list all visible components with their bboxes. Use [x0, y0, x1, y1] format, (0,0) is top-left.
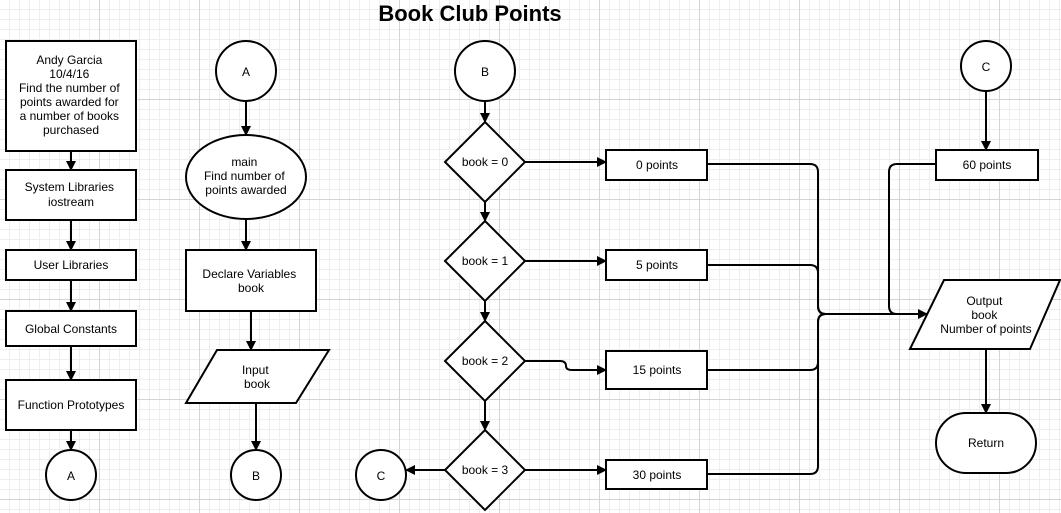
decision-label: book = 0: [462, 155, 509, 169]
points-label: 30 points: [633, 468, 682, 482]
output-parallelogram[interactable]: Output book Number of points: [908, 279, 1061, 350]
connector-c-label: C: [982, 60, 991, 74]
connector-b-label: B: [252, 469, 260, 483]
main-label: main: [231, 155, 257, 169]
decision-label: book = 3: [462, 463, 509, 477]
svg-text:Output book Number: Output book Number of points: [940, 294, 1031, 336]
user-libraries-label: User Libraries: [34, 258, 109, 272]
edge-5points-to-output: [707, 264, 927, 315]
main-oval[interactable]: main Find number of points awarded: [185, 134, 307, 220]
points-label: 15 points: [633, 363, 682, 377]
input-label: Input: [242, 363, 269, 377]
svg-text:Declare Variables book: Declare Variables book: [202, 267, 299, 295]
declare-variables-label: Declare Variables: [202, 267, 296, 281]
header-line: Find the number of: [19, 81, 120, 95]
input-book-parallelogram[interactable]: Input book: [184, 349, 331, 404]
system-libraries-label: System Libraries: [25, 180, 114, 194]
declare-variables-sublabel: book: [238, 281, 265, 295]
edge-decision2-to-15points: [525, 360, 607, 375]
connector-a-label: A: [242, 65, 250, 79]
points-box-30[interactable]: 30 points: [605, 459, 708, 490]
svg-text:Andy Garcia 10/4/16: Andy Garcia 10/4/16 Find the number of p…: [19, 53, 123, 137]
decision-label: book = 1: [462, 254, 509, 268]
svg-text:main Find number of: main Find number of points awarded: [204, 155, 288, 197]
connector-c-top[interactable]: C: [960, 40, 1012, 92]
global-constants-box[interactable]: Global Constants: [5, 310, 137, 347]
connector-b-bottom[interactable]: B: [230, 449, 282, 501]
decision-book-1[interactable]: book = 1: [443, 219, 527, 303]
points-box-15[interactable]: 15 points: [605, 350, 708, 390]
connector-c-left[interactable]: C: [355, 449, 407, 501]
return-terminal[interactable]: Return: [935, 412, 1037, 474]
edge-30points-to-output: [707, 313, 927, 475]
diagram-title: Book Club Points: [378, 1, 561, 26]
decision-book-2[interactable]: book = 2: [443, 319, 527, 403]
main-sublabel: Find number of: [204, 169, 285, 183]
declare-variables-box[interactable]: Declare Variables book: [185, 249, 317, 312]
header-line: purchased: [43, 123, 99, 137]
header-line: 10/4/16: [49, 67, 89, 81]
header-line: a number of books: [20, 109, 119, 123]
system-libraries-sublabel: iostream: [48, 195, 94, 209]
function-prototypes-label: Function Prototypes: [18, 398, 125, 412]
connector-b-top[interactable]: B: [454, 40, 516, 102]
points-label: 0 points: [636, 158, 678, 172]
points-box-60[interactable]: 60 points: [935, 149, 1039, 181]
points-box-0[interactable]: 0 points: [605, 149, 708, 181]
function-prototypes-box[interactable]: Function Prototypes: [5, 379, 137, 431]
edge-60points-to-output: [888, 163, 936, 315]
header-line: Andy Garcia: [36, 53, 102, 67]
header-box[interactable]: Andy Garcia 10/4/16 Find the number of p…: [5, 40, 137, 152]
connector-b-label: B: [481, 65, 489, 79]
output-label: Output: [966, 294, 1003, 308]
connector-a-bottom[interactable]: A: [45, 449, 97, 501]
global-constants-label: Global Constants: [25, 322, 117, 336]
header-line: points awarded for: [20, 95, 119, 109]
output-sublabel: book: [971, 308, 998, 322]
input-sublabel: book: [244, 377, 271, 391]
svg-text:Input book: Input book: [242, 363, 272, 391]
points-label: 5 points: [636, 258, 678, 272]
output-sublabel: Number of points: [940, 322, 1031, 336]
user-libraries-box[interactable]: User Libraries: [5, 249, 137, 281]
return-label: Return: [968, 436, 1004, 450]
decision-label: book = 2: [462, 354, 509, 368]
svg-text:System Libraries iostrea: System Libraries iostream: [25, 180, 118, 209]
decision-book-3[interactable]: book = 3: [443, 428, 527, 512]
points-label: 60 points: [963, 158, 1012, 172]
system-libraries-box[interactable]: System Libraries iostream: [5, 169, 137, 221]
points-box-5[interactable]: 5 points: [605, 249, 708, 281]
connector-a-label: A: [67, 469, 75, 483]
connector-c-label: C: [377, 469, 386, 483]
main-sublabel: points awarded: [205, 183, 286, 197]
decision-book-0[interactable]: book = 0: [443, 120, 527, 204]
connector-a-top[interactable]: A: [215, 40, 277, 102]
